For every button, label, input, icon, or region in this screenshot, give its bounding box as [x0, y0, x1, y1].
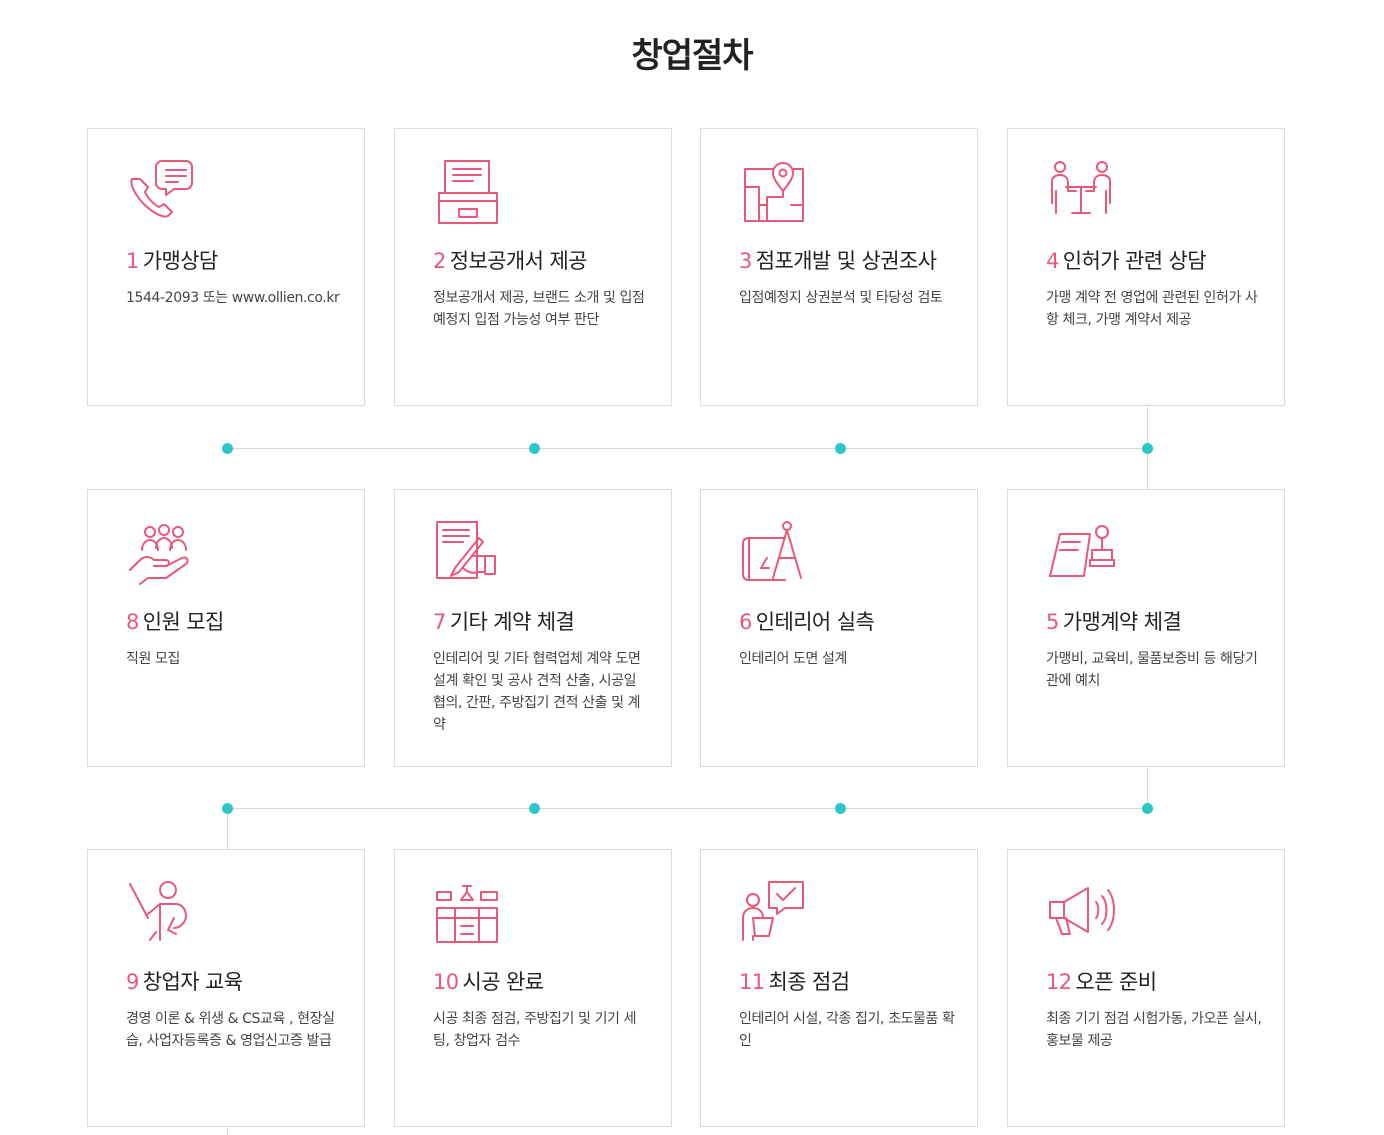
hand-people-icon [126, 518, 196, 588]
step-description: 직원 모집 [126, 651, 180, 667]
megaphone-icon [1046, 878, 1116, 948]
step-description: 가맹비, 교육비, 물품보증비 등 해당기관에 예치 [1046, 651, 1258, 689]
step-description: 1544-2093 또는 www.ollien.co.kr [126, 290, 340, 306]
timeline-dot [1142, 803, 1153, 814]
step-description: 시공 최종 점검, 주방집기 및 기기 세팅, 창업자 검수 [433, 1011, 637, 1049]
timeline-dot [1142, 443, 1153, 454]
map-pin-icon [739, 157, 809, 227]
step-description: 경영 이론 & 위생 & CS교육 , 현장실습, 사업자등록증 & 영업신고증… [126, 1011, 335, 1049]
step-description: 인테리어 도면 설계 [739, 651, 847, 667]
signing-contract-icon [433, 518, 503, 588]
step-description: 인테리어 및 기타 협력업체 계약 도면 설계 확인 및 공사 견적 산출, 시… [433, 651, 641, 733]
step-description: 입점예정지 상권분석 및 타당성 검토 [739, 290, 943, 306]
consultation-icon [1046, 157, 1116, 227]
timeline-dot [529, 443, 540, 454]
timeline-dot [529, 803, 540, 814]
phone-chat-icon [126, 157, 196, 227]
timeline-dot [222, 803, 233, 814]
page-title: 창업절차 [631, 36, 753, 76]
document-tray-icon [433, 157, 503, 227]
checklist-person-icon [739, 878, 809, 948]
blueprint-compass-icon [739, 518, 809, 588]
step-description: 최종 기기 점검 시험가동, 가오픈 실시, 홍보물 제공 [1046, 1011, 1262, 1049]
timeline-dot [835, 443, 846, 454]
timeline-dot [835, 803, 846, 814]
timeline-dot [222, 443, 233, 454]
kitchen-icon [433, 878, 503, 948]
step-description: 정보공개서 제공, 브랜드 소개 및 입점 예정지 입점 가능성 여부 판단 [433, 290, 645, 328]
teacher-icon [126, 878, 196, 948]
stamp-contract-icon [1046, 518, 1116, 588]
step-description: 인테리어 시설, 각종 집기, 초도물품 확인 [739, 1011, 955, 1049]
step-description: 가맹 계약 전 영업에 관련된 인허가 사항 체크, 가맹 계약서 제공 [1046, 290, 1258, 328]
